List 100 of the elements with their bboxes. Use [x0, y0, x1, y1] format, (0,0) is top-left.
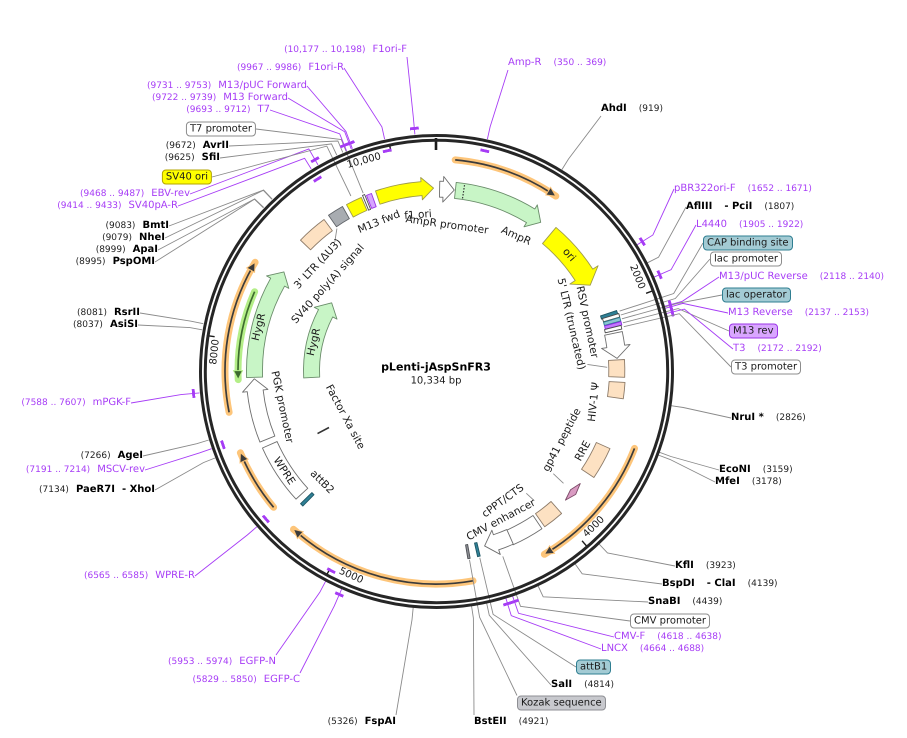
leader-line: [486, 602, 552, 686]
leader-line: [664, 276, 720, 310]
leader-line: [586, 364, 608, 368]
primer-range: (350 .. 369): [554, 57, 606, 70]
leader-line: [620, 258, 710, 316]
cut-position: (3178): [752, 476, 782, 489]
primer-range: (10,177 .. 10,198): [284, 44, 366, 57]
primer-name: CMV-F: [614, 630, 646, 643]
primer-range: (4664 .. 4688): [640, 643, 704, 656]
leader-line: [406, 56, 419, 135]
leader-line: [306, 86, 356, 150]
feature-tag: M13 rev: [729, 324, 778, 338]
primer-name: T7: [258, 103, 270, 116]
leader-line: [510, 595, 614, 638]
leader-line: [396, 606, 414, 716]
feature-label: M13 fwd: [356, 208, 402, 236]
primer-range: (9468 .. 9487): [80, 188, 144, 200]
primer-name: EGFP-N: [239, 655, 276, 668]
enzyme-name: PspOMI: [112, 255, 155, 268]
primer-range: (5953 .. 5974): [168, 656, 232, 669]
primer-range: (5829 .. 5850): [192, 674, 257, 687]
cut-position: (4439): [692, 596, 722, 609]
leader-line: [158, 198, 264, 250]
feature-bar: [600, 312, 621, 324]
feature-label: HIV-1 Ψ: [586, 382, 602, 422]
enzyme-name: SfiI: [202, 151, 220, 164]
plasmid-name: pLenti-jAspSnFR3: [381, 360, 491, 374]
primer-range: (9731 .. 9753): [146, 80, 212, 93]
plasmid-size: 10,334 bp: [410, 374, 462, 388]
primer-range: (2172 .. 2192): [757, 343, 822, 356]
primer-name: SV40pA-R: [128, 199, 178, 212]
primer-range: (9693 .. 9712): [186, 104, 251, 117]
primer-name: LNCX: [601, 642, 628, 655]
feature-tag: CMV promoter: [630, 614, 710, 628]
feature-tag: attB1: [576, 660, 612, 674]
feature-tag: lac operator: [722, 288, 791, 302]
primer-name: M13 Reverse: [728, 306, 793, 319]
leader-line: [471, 605, 474, 716]
primer-name: M13 Forward: [223, 91, 288, 104]
leader-line: [344, 68, 392, 154]
leader-line: [228, 140, 344, 153]
leader-line: [670, 405, 732, 418]
leader-line: [194, 514, 270, 576]
leader-line: [561, 116, 602, 170]
enzyme-name: EcoNI: [719, 463, 751, 476]
primer-range: (1905 .. 1922): [739, 219, 804, 232]
primer-name: F1ori-F: [372, 43, 407, 56]
leader-line: [168, 189, 273, 226]
leader-line: [144, 440, 226, 470]
enzyme-name: ApaI: [132, 243, 158, 256]
cut-position: (9083): [106, 220, 136, 233]
cut-position: (8995): [76, 256, 106, 269]
enzyme-name: SalI: [551, 678, 572, 691]
feature-box: [344, 196, 368, 219]
tick-label: 5000: [337, 566, 365, 586]
leader-line: [288, 98, 354, 150]
primer-range: (2137 .. 2153): [804, 307, 870, 320]
enzyme-name: NheI: [139, 231, 165, 244]
enzyme-name: BspDI: [662, 577, 695, 590]
enzyme-name: KflI: [675, 559, 694, 572]
leader-line: [220, 143, 338, 158]
feature-bar: [464, 542, 472, 560]
feature-tag: Kozak sequence: [517, 696, 606, 710]
leader-line: [621, 294, 722, 320]
leader-line: [164, 190, 272, 238]
feature-bar: [473, 540, 482, 558]
enzyme-name: NruI *: [731, 411, 764, 424]
leader-line: [138, 324, 203, 330]
primer-name: EBV-rev: [151, 187, 190, 200]
cut-position: (3923): [706, 560, 736, 573]
primer-name: Amp-R: [508, 56, 542, 69]
enzyme-name: PaeR7I: [76, 483, 115, 496]
enzyme-name: AflIII: [686, 200, 712, 213]
leader-line: [212, 146, 352, 196]
enzyme-name: BmtI: [142, 219, 169, 232]
cut-position: (5326): [328, 716, 358, 729]
leader-line: [537, 585, 648, 602]
leader-line: [190, 148, 320, 194]
cut-position: (7134): [39, 484, 69, 497]
primer-name: L4440: [696, 218, 728, 231]
primer-range: (2118 .. 2140): [820, 271, 884, 284]
primer-range: (9414 .. 9433): [57, 200, 122, 213]
primer-range: (9967 .. 9986): [237, 62, 302, 75]
enzyme-name: AgeI: [118, 449, 143, 462]
enzyme-name: BstEII: [474, 715, 507, 728]
leader-line: [619, 242, 704, 312]
primer-range: (6565 .. 6585): [84, 570, 148, 583]
cut-position: (4921): [518, 716, 549, 729]
primer-name: M13/pUC Reverse: [719, 270, 808, 283]
enzyme-name: - ClaI: [706, 577, 736, 590]
leader-line: [598, 543, 676, 566]
leader-line: [622, 308, 730, 332]
primer-name: M13/pUC Forward: [218, 79, 307, 92]
leader-line: [502, 598, 602, 650]
cut-position: (1807): [764, 201, 794, 214]
leader-line: [154, 458, 216, 490]
feature-box: [534, 500, 564, 528]
leader-line: [664, 302, 728, 314]
primer-name: MSCV-rev: [97, 463, 145, 476]
leader-line: [270, 110, 350, 152]
